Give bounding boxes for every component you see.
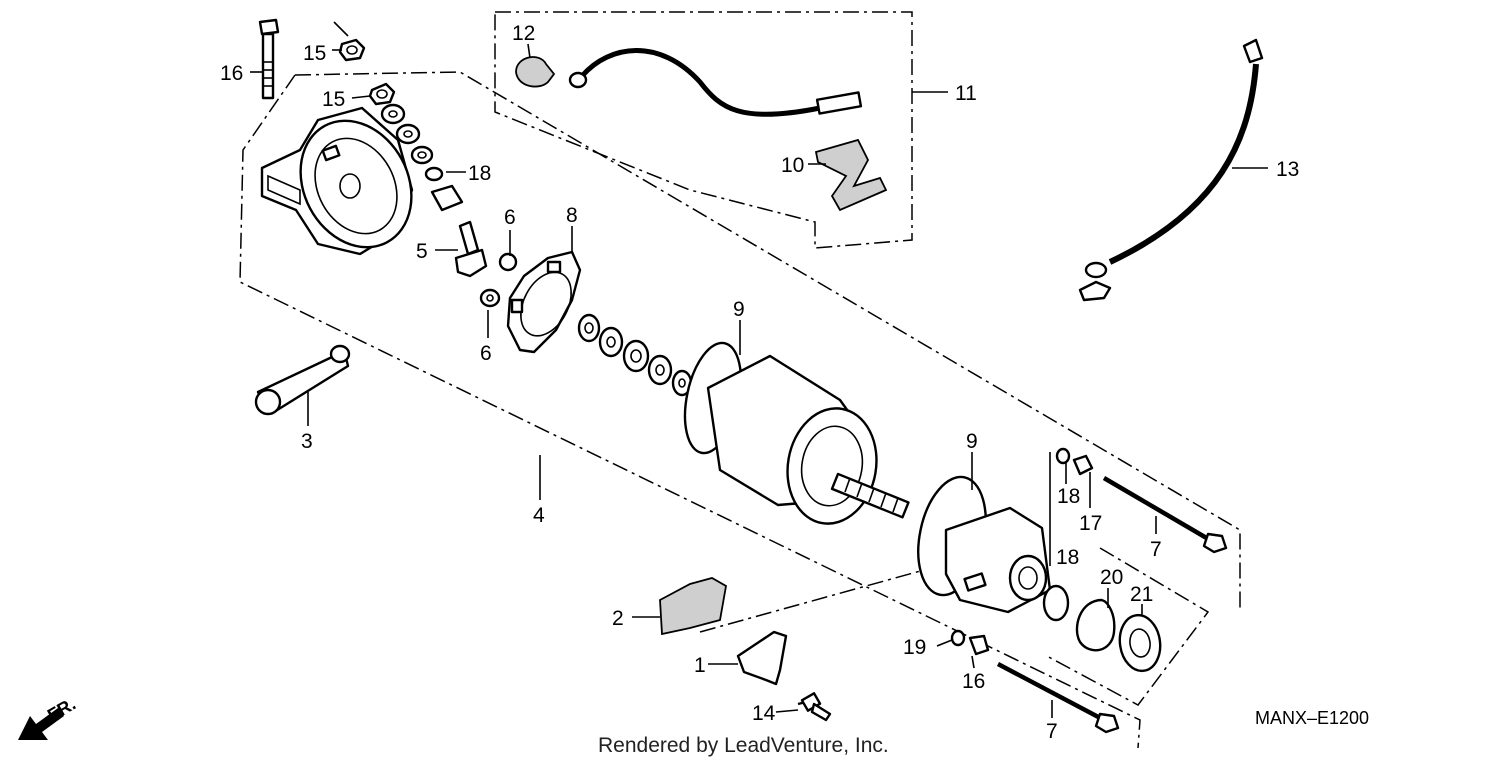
callout-8: 8: [566, 204, 578, 227]
callout-15b: 15: [322, 88, 345, 111]
callout-9b: 9: [966, 430, 978, 453]
callout-16b: 16: [962, 670, 985, 693]
callout-4: 4: [533, 504, 545, 527]
callout-7b: 7: [1046, 720, 1058, 743]
callout-9a: 9: [733, 298, 745, 321]
terminal-bolt-part-5: [454, 220, 518, 308]
callout-16a: 17: [1079, 512, 1102, 535]
rubber-block-part-2: [659, 577, 727, 636]
callout-11: 11: [955, 82, 977, 105]
callout-18b: 18: [1057, 485, 1080, 508]
terminal-cap-part-12: [515, 56, 556, 88]
callout-3: 3: [301, 430, 313, 453]
diagram-code: MANX–E1200: [1255, 708, 1369, 728]
bolt-part-20: [258, 18, 280, 100]
render-credit: Rendered by LeadVenture, Inc.: [598, 734, 889, 757]
callout-21: 21: [1130, 583, 1153, 606]
cable-part-11: [568, 48, 863, 117]
callout-17: 18: [1056, 546, 1079, 569]
front-cover: [917, 475, 1052, 614]
callout-1: 1: [694, 654, 706, 677]
callout-6a: 6: [504, 206, 516, 229]
nut-part-15: [338, 38, 396, 106]
callout-10: 10: [781, 154, 804, 177]
starter-yoke: [683, 341, 910, 525]
rear-cover: [260, 106, 414, 256]
callout-18c: 19: [903, 636, 926, 659]
front-direction-arrow-icon: [18, 708, 64, 740]
callout-15a: 15: [303, 42, 326, 65]
ground-cable-part-13: [1078, 38, 1264, 302]
callout-2: 2: [612, 607, 624, 630]
bracket-part-3: [254, 344, 351, 416]
callout-14: 14: [752, 702, 776, 725]
leader-lines: [250, 21, 1268, 718]
bolt-part-14: [797, 692, 832, 722]
callout-12: 12: [512, 22, 535, 45]
bearing-part-21: [1118, 613, 1162, 673]
boot-part-10: [814, 138, 888, 212]
callout-20: 16: [220, 62, 243, 85]
long-bolts-part-7: [996, 476, 1228, 734]
callout-18a: 18: [468, 162, 491, 185]
callout-6b: 6: [480, 342, 492, 365]
o-ring-part-17: [1042, 584, 1070, 622]
callout-5: 5: [416, 240, 428, 263]
bracket-part-1: [736, 630, 788, 686]
callout-7a: 7: [1150, 538, 1162, 561]
callout-13: 13: [1276, 158, 1299, 181]
brush-holder-part-8: [506, 250, 582, 354]
callout-labels: 16 15 15 18 5 6 6 8 9 9 3 4 12 10 11 13 …: [220, 22, 1299, 743]
washer-stack: [380, 103, 464, 212]
callout-19: 20: [1100, 566, 1123, 589]
small-washers: [950, 447, 1094, 656]
circlip-part-19: [1075, 598, 1116, 652]
parts: [18, 18, 1264, 740]
shim-washers: [577, 313, 693, 397]
assembly-outlines: [239, 11, 1241, 749]
